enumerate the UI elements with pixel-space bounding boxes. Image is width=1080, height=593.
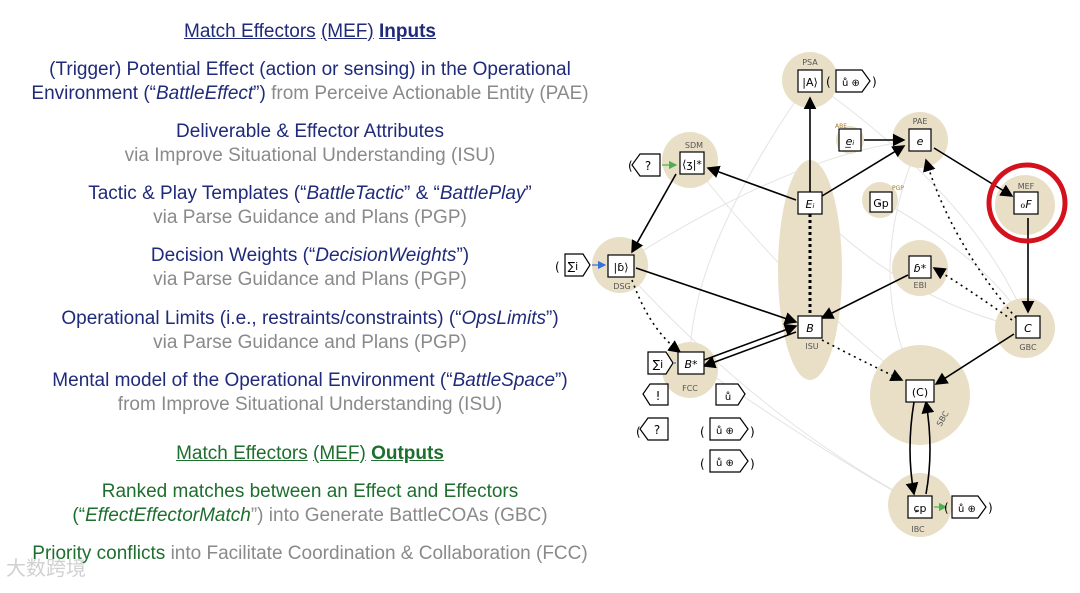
svg-text:): ) bbox=[988, 501, 993, 515]
input-6-line2: from Improve Situational Understanding (… bbox=[117, 394, 503, 415]
svg-text:): ) bbox=[750, 457, 755, 471]
svg-text:?: ? bbox=[654, 423, 660, 437]
svg-text:(: ( bbox=[944, 501, 949, 515]
input-2-line2: via Improve Situational Understanding (I… bbox=[124, 145, 496, 166]
label-fcc: FCC bbox=[682, 384, 698, 393]
node-psa: |A⟩ bbox=[802, 76, 818, 89]
input-5-line2: via Parse Guidance and Plans (PGP) bbox=[153, 332, 467, 353]
psa-out-glyph: ů ⊕ bbox=[842, 77, 860, 89]
node-pae: e bbox=[917, 135, 924, 148]
node-pgp: G̵p bbox=[873, 197, 889, 210]
process-circles bbox=[592, 52, 1055, 537]
svg-text:(: ( bbox=[628, 159, 633, 173]
arrow-pae-mef bbox=[933, 147, 1014, 197]
flow-arrows bbox=[631, 96, 1035, 496]
svg-text:ů ⊕: ů ⊕ bbox=[716, 457, 734, 469]
svg-text:(: ( bbox=[555, 260, 560, 274]
label-gbc: GBC bbox=[1019, 343, 1037, 352]
inputs-header: Match Effectors (MEF) Inputs bbox=[0, 20, 620, 43]
node-fcc: B* bbox=[684, 358, 698, 371]
dotted-isu-sbc bbox=[821, 339, 904, 381]
svg-text:(: ( bbox=[700, 425, 705, 439]
arrow-ibc-sbc bbox=[921, 400, 935, 495]
header-outputs-label: Outputs bbox=[371, 443, 444, 464]
input-5-line1: Operational Limits (i.e., restraints/con… bbox=[61, 308, 559, 329]
label-abe: ABE bbox=[835, 123, 847, 130]
svg-text:!: ! bbox=[656, 389, 661, 403]
label-dsg: DSG bbox=[613, 282, 630, 291]
dotted-gbc-pae bbox=[923, 158, 1017, 319]
outputs-link-mef[interactable]: Match Effectors bbox=[176, 443, 308, 464]
input-3-line2: via Parse Guidance and Plans (PGP) bbox=[153, 207, 467, 228]
node-ibc: ɕp bbox=[913, 502, 926, 515]
node-isu: B bbox=[806, 322, 814, 335]
watermark: 大数跨境 bbox=[6, 556, 86, 580]
input-2-line1: Deliverable & Effector Attributes bbox=[176, 121, 444, 142]
aux-glyphs: ( ů ⊕ ) ( ? ( ∑i ∑i ! ů ( ? ( ů ⊕ ) ( ů … bbox=[555, 69, 993, 519]
node-abe: e̲ᵢ bbox=[844, 135, 854, 148]
label-ebi: EBI bbox=[914, 281, 927, 290]
node-ei: Eᵢ bbox=[806, 198, 815, 211]
psa-out-shape bbox=[835, 69, 871, 93]
header-link-mef-abbr[interactable]: (MEF) bbox=[320, 21, 374, 42]
label-pgp: PGP bbox=[892, 185, 904, 192]
header-inputs-label: Inputs bbox=[378, 21, 436, 42]
input-4-line2: via Parse Guidance and Plans (PGP) bbox=[153, 269, 467, 290]
outputs-link-mef-abbr[interactable]: (MEF) bbox=[313, 443, 366, 464]
input-6-line1: Mental model of the Operational Environm… bbox=[52, 370, 568, 391]
label-ibc: IBC bbox=[911, 525, 925, 534]
label-psa: PSA bbox=[802, 58, 818, 67]
paren-psa: ( bbox=[826, 75, 831, 89]
output-1-line2: (“EffectEffectorMatch”) into Generate Ba… bbox=[72, 505, 548, 526]
arrow-ei-sdm bbox=[706, 165, 797, 201]
outputs-header: Match Effectors (MEF) Outputs bbox=[0, 442, 620, 465]
dotted-arrows bbox=[631, 158, 1017, 381]
svg-text:∑i: ∑i bbox=[568, 260, 578, 273]
arrow-ebi-isu bbox=[820, 274, 909, 319]
process-diagram: PSA PAE SDM MEF DSG EBI GBC ISU FCC SBC … bbox=[540, 0, 1080, 588]
svg-text:ů ⊕: ů ⊕ bbox=[716, 425, 734, 437]
svg-text:ů ⊕: ů ⊕ bbox=[958, 503, 976, 515]
label-isu: ISU bbox=[805, 342, 818, 351]
mef-highlight-ring bbox=[986, 162, 1068, 244]
svg-text:∑i: ∑i bbox=[653, 358, 663, 371]
arrow-ei-pae bbox=[821, 145, 906, 197]
input-3-line1: Tactic & Play Templates (“BattleTactic” … bbox=[88, 183, 532, 204]
arrow-sdm-dsg bbox=[631, 173, 677, 254]
node-sdm: ⟨ʒ|* bbox=[682, 158, 702, 171]
svg-text:(: ( bbox=[636, 425, 641, 439]
label-sdm: SDM bbox=[685, 141, 703, 150]
input-4-line1: Decision Weights (“DecisionWeights”) bbox=[150, 245, 470, 266]
arrow-isu-fcc bbox=[702, 331, 797, 369]
input-1-line1: (Trigger) Potential Effect (action or se… bbox=[49, 59, 571, 80]
node-ebi: ɓ* bbox=[914, 262, 927, 275]
header-link-mef[interactable]: Match Effectors bbox=[184, 21, 316, 42]
svg-text:): ) bbox=[872, 75, 877, 89]
svg-text:(: ( bbox=[700, 457, 705, 471]
node-gbc: C bbox=[1024, 322, 1032, 335]
node-mef: ℴF bbox=[1020, 198, 1032, 211]
label-pae: PAE bbox=[913, 117, 928, 126]
text-panel: Match Effectors (MEF) Inputs (Trigger) P… bbox=[0, 20, 620, 564]
dotted-dsg-fcc bbox=[631, 279, 682, 353]
svg-text:?: ? bbox=[645, 159, 651, 173]
input-1-line2: Environment (“BattleEffect”) from Percei… bbox=[31, 83, 589, 104]
label-mef: MEF bbox=[1018, 182, 1035, 191]
arrow-gbc-sbc bbox=[934, 333, 1015, 385]
arrow-dsg-isu bbox=[635, 267, 798, 325]
node-dsg: |ɓ⟩ bbox=[614, 261, 629, 274]
output-1-line1: Ranked matches between an Effect and Eff… bbox=[101, 481, 519, 502]
output-2-line1: Priority conflicts into Facilitate Coord… bbox=[32, 543, 588, 564]
arrow-fcc-isu bbox=[703, 323, 798, 361]
node-sbc: (C) bbox=[912, 386, 928, 399]
svg-text:): ) bbox=[750, 425, 755, 439]
dotted-gbc-ebi bbox=[932, 267, 1013, 321]
svg-text:ů: ů bbox=[725, 391, 731, 403]
arrow-sbc-ibc bbox=[905, 401, 919, 496]
